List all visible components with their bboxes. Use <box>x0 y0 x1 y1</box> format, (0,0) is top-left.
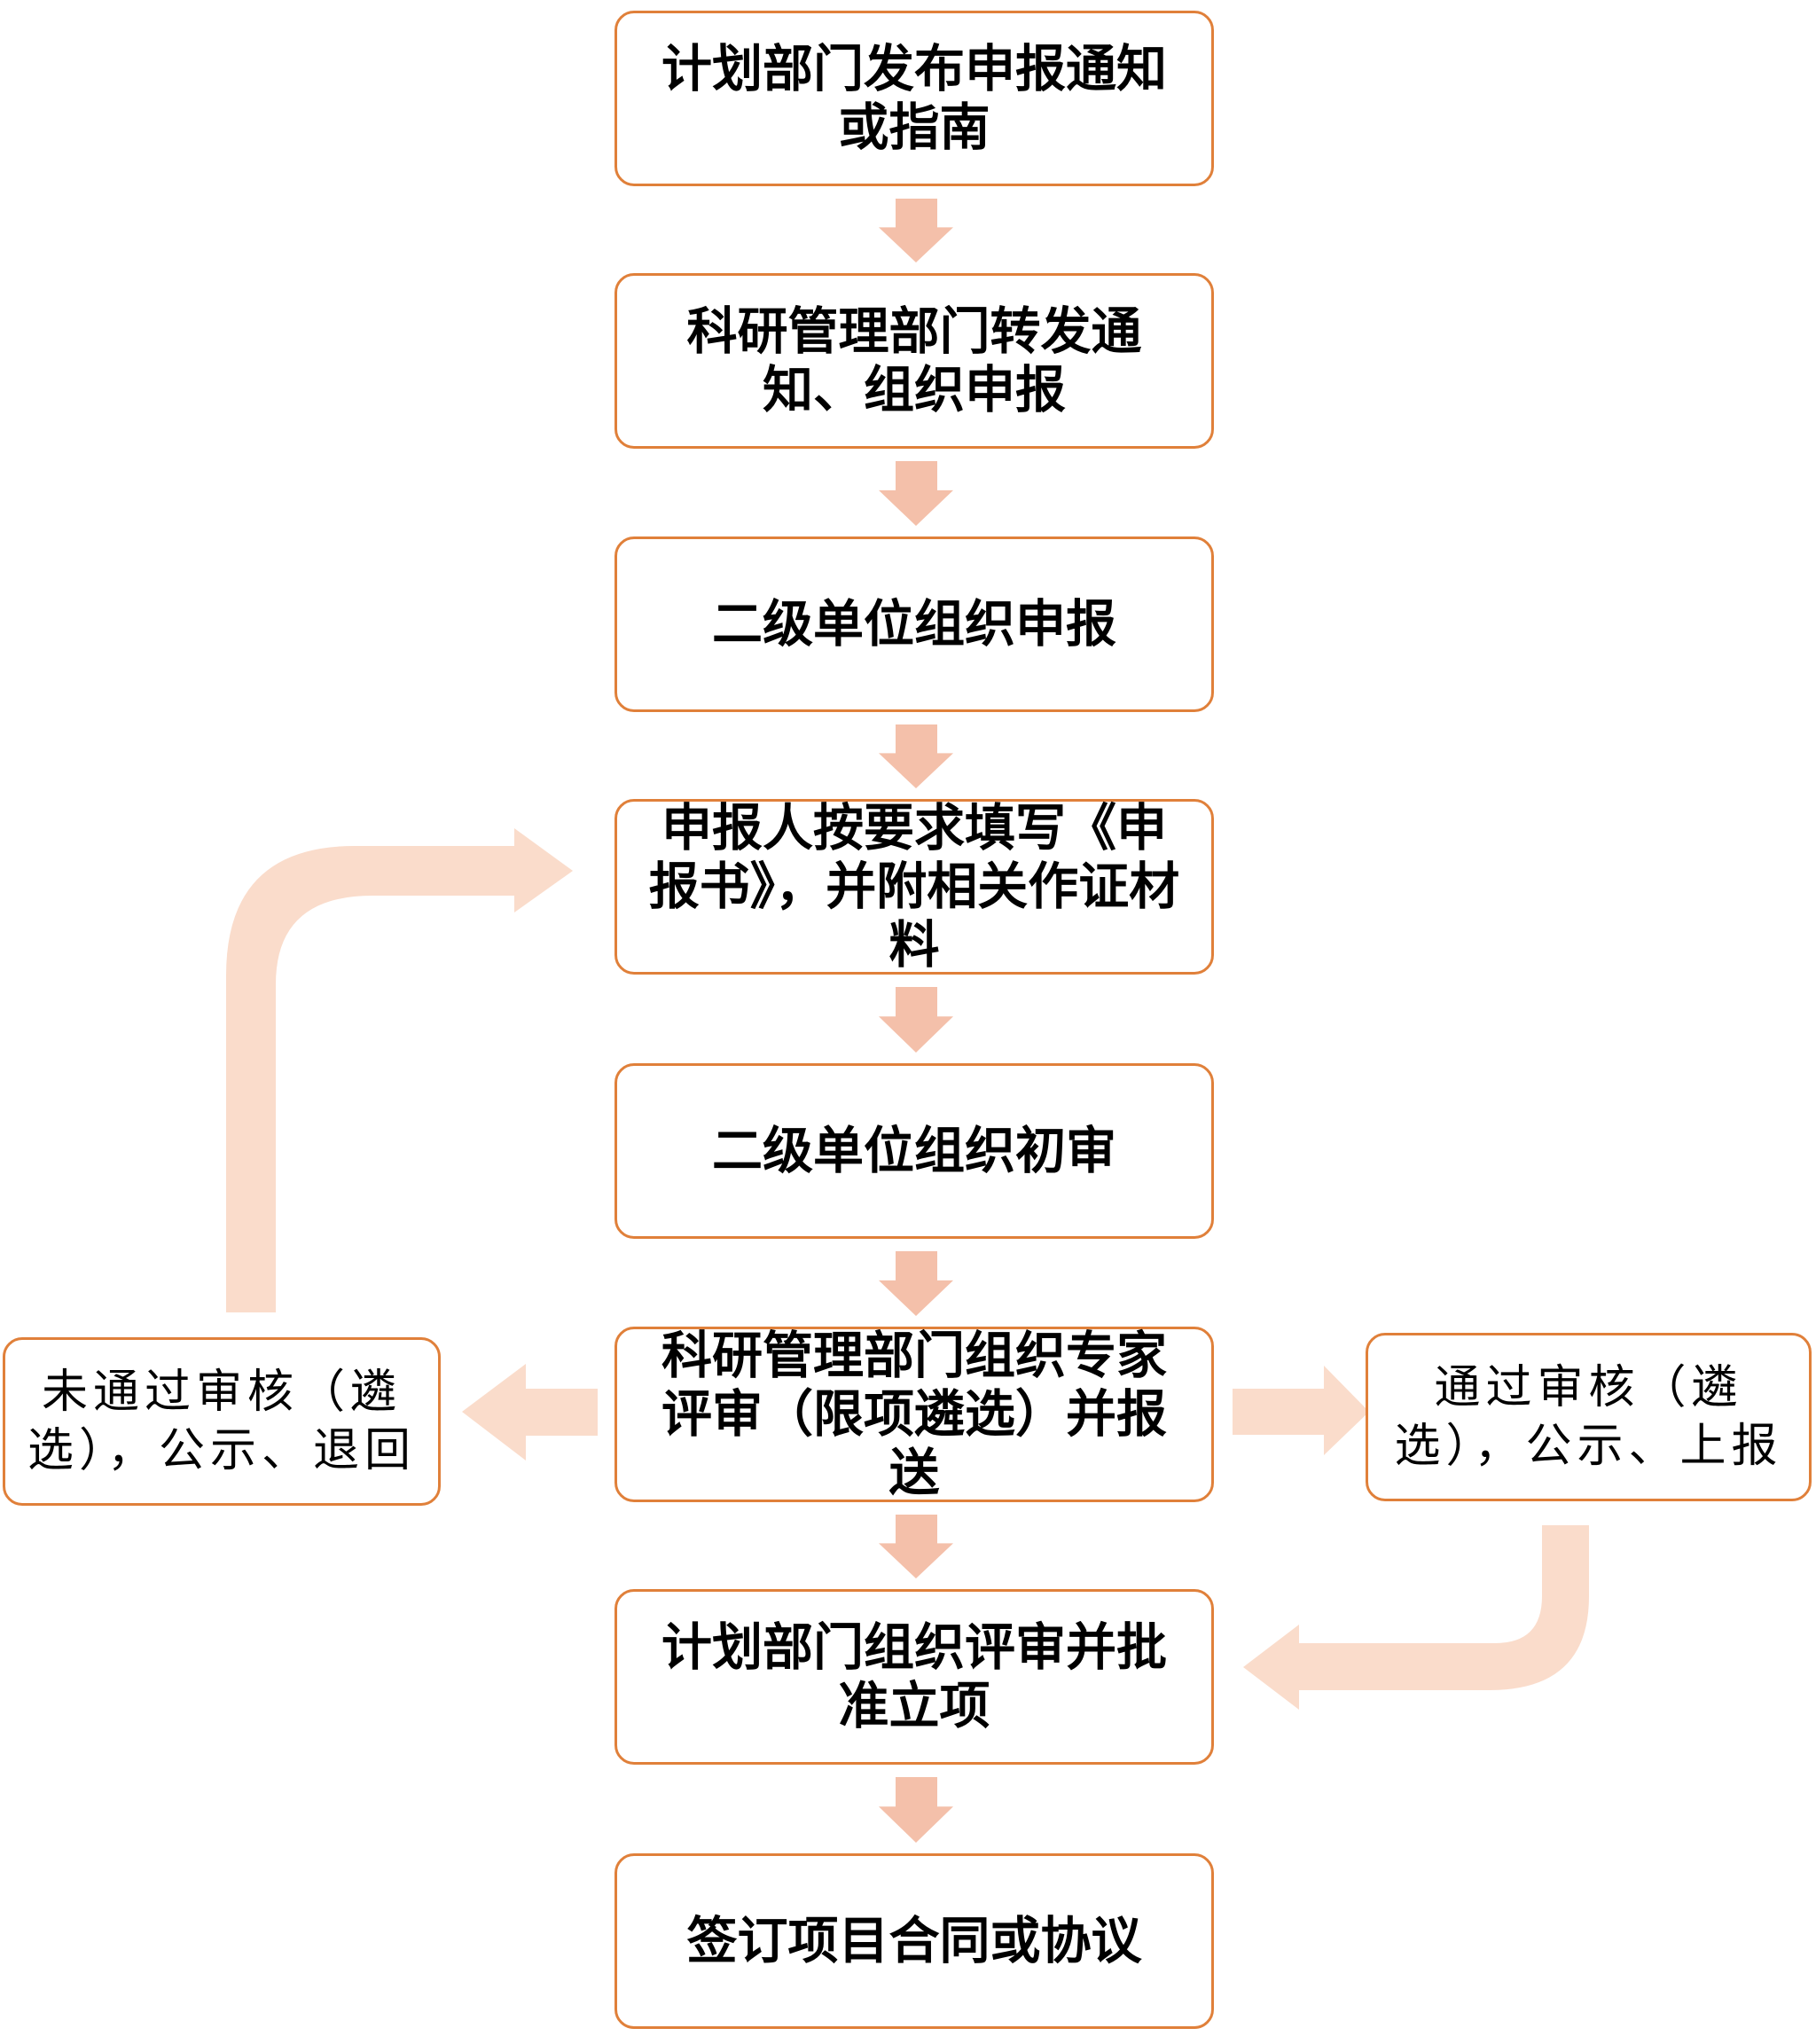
down-arrow <box>879 199 953 262</box>
step-label: 二级单位组织申报 <box>712 594 1116 654</box>
step-box-3: 二级单位组织申报 <box>614 536 1214 712</box>
step-label: 计划部门组织评审并批准立项 <box>661 1617 1167 1735</box>
down-arrow <box>879 987 953 1053</box>
step-box-6: 科研管理部门组织专家评审（限项遴选）并报送 <box>614 1327 1214 1502</box>
rejected-branch-box: 未通过审核（遴选），公示、退回 <box>3 1337 441 1506</box>
step-box-4: 申报人按要求填写《申报书》，并附相关作证材料 <box>614 799 1214 975</box>
step-box-7: 计划部门组织评审并批准立项 <box>614 1589 1214 1765</box>
step-label: 二级单位组织初审 <box>712 1121 1116 1180</box>
down-arrow <box>879 724 953 788</box>
down-arrow <box>879 1251 953 1316</box>
step-label: 科研管理部门组织专家评审（限项遴选）并报送 <box>661 1326 1167 1502</box>
approve-arrow <box>1233 1366 1369 1455</box>
approved-branch-box: 通过审核（遴选），公示、上报 <box>1366 1333 1812 1501</box>
step-label: 科研管理部门转发通知、组织申报 <box>686 302 1142 419</box>
step-label: 签订项目合同或协议 <box>686 1911 1142 1970</box>
approved-to-step7-arrow <box>1243 1525 1589 1710</box>
down-arrow <box>879 1515 953 1578</box>
step-box-5: 二级单位组织初审 <box>614 1063 1214 1239</box>
down-arrow <box>879 461 953 526</box>
down-arrow <box>879 1777 953 1843</box>
loop-back-arrow <box>226 828 573 1312</box>
rejected-branch-label: 未通过审核（遴选），公示、退回 <box>27 1366 416 1477</box>
step-box-2: 科研管理部门转发通知、组织申报 <box>614 273 1214 449</box>
step-box-8: 签订项目合同或协议 <box>614 1853 1214 2029</box>
step-label: 申报人按要求填写《申报书》，并附相关作证材料 <box>648 798 1180 975</box>
reject-arrow <box>462 1364 598 1461</box>
step-box-1: 计划部门发布申报通知或指南 <box>614 11 1214 186</box>
approved-branch-label: 通过审核（遴选），公示、上报 <box>1394 1361 1783 1473</box>
step-label: 计划部门发布申报通知或指南 <box>661 39 1167 157</box>
